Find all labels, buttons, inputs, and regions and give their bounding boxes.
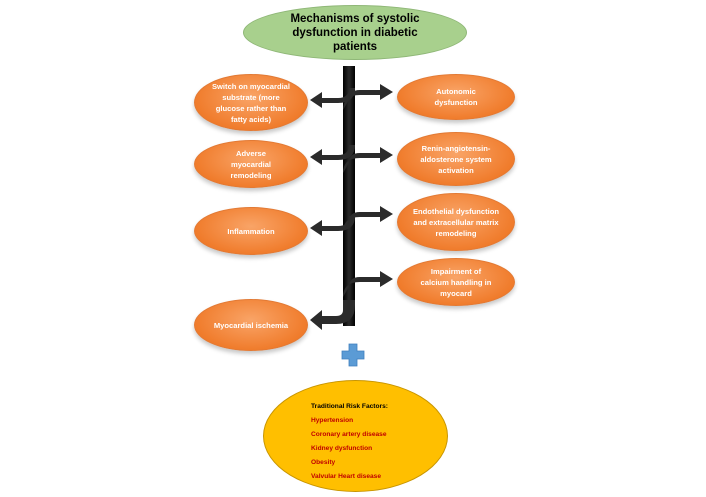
risk-factor-item: Obesity [311,459,336,466]
risk-factor-item: Coronary artery disease [311,431,387,438]
risk-factors-oval: Traditional Risk Factors: Hypertension C… [263,380,448,492]
left-arrow-2 [310,145,355,165]
mechanism-oval-right-1: Autonomic dysfunction [397,74,515,120]
risk-factor-item: Hypertension [311,417,354,424]
left-arrow-1 [310,88,355,108]
mechanism-oval-left-2: Adverse myocardial remodeling [194,140,308,188]
diagram-title: Mechanisms of systolic dysfunction in di… [290,12,420,53]
mechanism-label: Renin-angiotensin-aldosterone system act… [420,143,492,175]
mechanism-label: Myocardial ischemia [213,320,289,330]
mechanism-oval-right-3: Endothelial dysfunction and extracellula… [397,193,515,251]
right-arrow-1 [343,84,393,110]
title-oval: Mechanisms of systolic dysfunction in di… [243,5,467,60]
left-arrow-3 [310,216,355,236]
risk-factor-item: Valvular Heart disease [311,473,382,480]
left-arrow-4 [310,300,355,330]
right-arrow-2 [343,147,393,173]
mechanism-oval-right-4: Impairment of calcium handling in myocar… [397,258,515,306]
central-trunk [343,66,355,326]
right-arrow-4 [343,271,393,297]
risk-factor-item: Kidney dysfunction [311,445,373,452]
mechanism-label: Adverse myocardial remodeling [230,148,272,180]
mechanism-oval-left-4: Myocardial ischemia [194,299,308,351]
mechanism-label: Endothelial dysfunction and extracellula… [412,206,500,238]
mechanism-label: Inflammation [227,226,275,236]
plus-icon [341,343,365,367]
mechanism-label: Autonomic dysfunction [434,87,478,107]
risk-factors-title: Traditional Risk Factors: [311,403,388,410]
mechanism-label: Switch on myocardial substrate (more glu… [211,81,291,124]
right-arrow-3 [343,206,393,232]
mechanism-oval-right-2: Renin-angiotensin-aldosterone system act… [397,132,515,186]
mechanism-label: Impairment of calcium handling in myocar… [420,266,492,298]
mechanism-oval-left-1: Switch on myocardial substrate (more glu… [194,74,308,131]
mechanism-oval-left-3: Inflammation [194,207,308,255]
